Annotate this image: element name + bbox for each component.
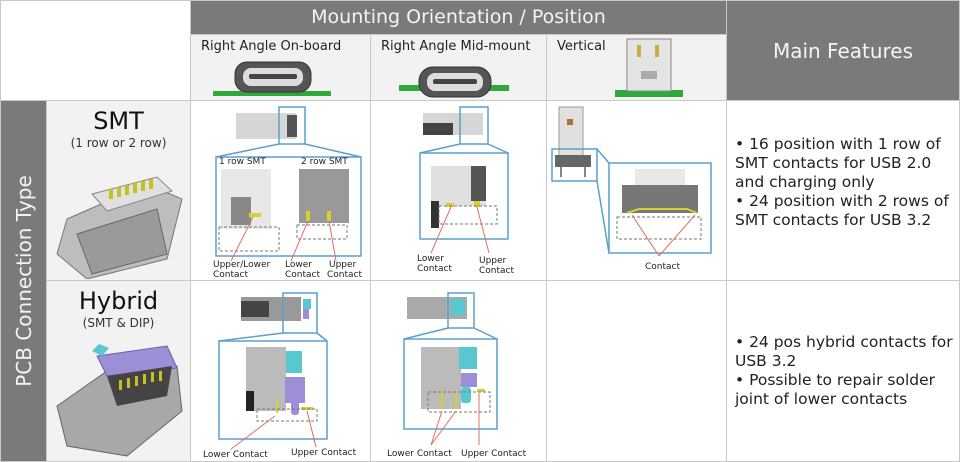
contact-label: Upper Contact [291, 448, 357, 458]
contact-label: Contact [285, 270, 320, 280]
hybrid-on-board-cross-section: Lower Contact Upper Contact [203, 292, 357, 460]
smt-right-angle-mid-mount-diagram: Lower Contact Upper Contact [370, 100, 547, 281]
type-subtitle: (1 row or 2 row) [70, 136, 167, 150]
contact-label: Lower [285, 260, 312, 270]
type-subtitle: (SMT & DIP) [82, 316, 155, 330]
smt-features-cell: • 16 position with 1 row of SMT contacts… [726, 100, 960, 281]
smt-on-board-cross-section: 1 row SMT 2 row SMT Upper/Lower Contact … [213, 106, 362, 280]
contact-label: Upper [329, 260, 357, 270]
smt-vertical-cross-section: Contact [551, 106, 712, 272]
mounting-orientation-title: Mounting Orientation / Position [311, 6, 606, 28]
orientation-label: Vertical [557, 39, 606, 54]
corner-cell [0, 0, 191, 101]
contact-label: Lower Contact [203, 450, 268, 460]
contact-label: Contact [645, 262, 680, 272]
feature-item: • Possible to repair solder joint of low… [735, 371, 936, 408]
sub-label-2-row-smt: 2 row SMT [301, 157, 348, 167]
smt-right-angle-on-board-diagram: 1 row SMT 2 row SMT Upper/Lower Contact … [190, 100, 371, 281]
contact-label: Contact [417, 264, 452, 274]
smt-vertical-diagram: Contact [546, 100, 727, 281]
right-angle-on-board-connector-icon [213, 61, 331, 96]
feature-item: • 24 pos hybrid contacts for USB 3.2 [735, 333, 953, 370]
orientation-label: Right Angle Mid-mount [381, 39, 531, 54]
contact-label: Contact [213, 270, 248, 280]
type-cell-smt: SMT (1 row or 2 row) [46, 100, 191, 281]
smt-mid-mount-cross-section: Lower Contact Upper Contact [417, 106, 514, 276]
mounting-orientation-header: Mounting Orientation / Position [190, 0, 727, 35]
smt-connector-3d-icon [56, 176, 183, 279]
orientation-right-angle-mid-mount: Right Angle Mid-mount [370, 34, 547, 101]
contact-label: Upper Contact [461, 449, 527, 459]
feature-item: • 16 position with 1 row of SMT contacts… [735, 135, 941, 191]
contact-label: Upper/Lower [213, 260, 271, 270]
main-features-title: Main Features [772, 38, 914, 63]
type-cell-hybrid: Hybrid (SMT & DIP) [46, 280, 191, 462]
right-angle-mid-mount-connector-icon [399, 66, 509, 98]
pcb-connection-type-label: PCB Connection Type [11, 175, 36, 387]
type-name: Hybrid [78, 287, 159, 315]
hybrid-features-cell: • 24 pos hybrid contacts for USB 3.2 • P… [726, 280, 960, 462]
type-name: SMT [93, 107, 144, 135]
hybrid-mid-mount-cross-section: Lower Contact Upper Contact [387, 292, 527, 459]
pcb-connection-type-label-cell: PCB Connection Type [0, 100, 47, 462]
contact-label: Contact [479, 266, 514, 276]
hybrid-vertical-empty-cell [546, 280, 727, 462]
contact-label: Contact [327, 270, 362, 280]
hybrid-right-angle-on-board-diagram: Lower Contact Upper Contact [190, 280, 371, 462]
orientation-label: Right Angle On-board [201, 39, 342, 54]
feature-item: • 24 position with 2 rows of SMT contact… [735, 192, 949, 229]
orientation-right-angle-on-board: Right Angle On-board [190, 34, 371, 101]
smt-features-list: • 16 position with 1 row of SMT contacts… [735, 135, 953, 230]
contact-label: Lower Contact [387, 449, 452, 459]
orientation-vertical: Vertical [546, 34, 727, 101]
hybrid-connector-3d-icon [56, 344, 183, 457]
main-features-header: Main Features [726, 0, 960, 101]
sub-label-1-row-smt: 1 row SMT [219, 157, 266, 167]
hybrid-features-list: • 24 pos hybrid contacts for USB 3.2 • P… [735, 333, 953, 409]
contact-label: Lower [417, 254, 444, 264]
hybrid-right-angle-mid-mount-diagram: Lower Contact Upper Contact [370, 280, 547, 462]
vertical-connector-icon [615, 38, 683, 97]
contact-label: Upper [479, 256, 507, 266]
